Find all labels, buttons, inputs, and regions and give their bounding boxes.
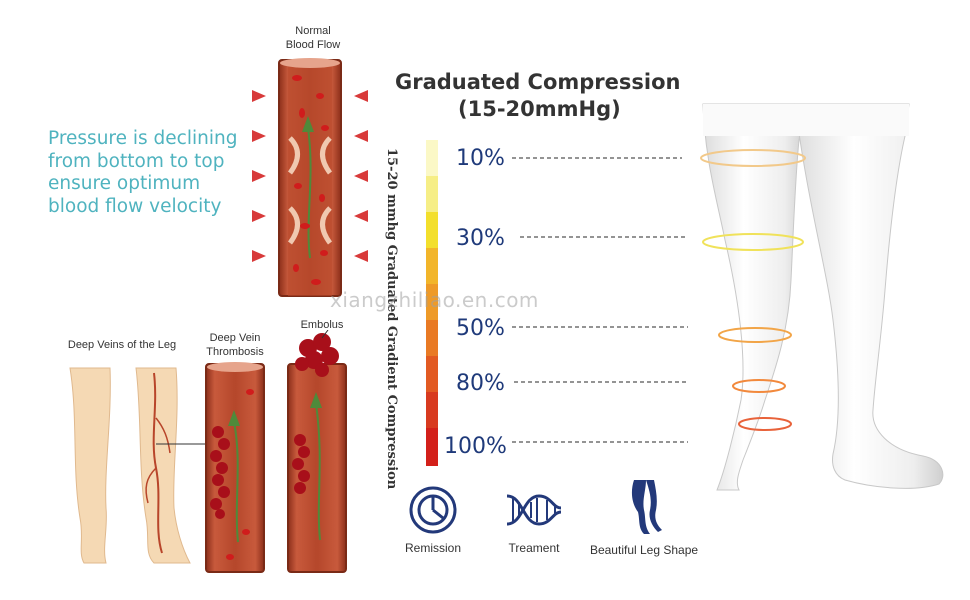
normal-blood-flow-label: Normal Blood Flow	[268, 24, 358, 52]
compression-subtitle: (15-20mmHg)	[458, 97, 621, 121]
stocking-illustration	[700, 103, 944, 491]
legs-icon	[631, 480, 662, 534]
gauge-icon	[409, 486, 457, 534]
level-dashed-lines	[512, 157, 688, 443]
treament-label: Treament	[508, 541, 560, 555]
dna-icon	[506, 494, 562, 526]
remission-label: Remission	[404, 541, 461, 555]
leg-illustration	[69, 367, 208, 564]
normal-blood-flow-text: Normal Blood Flow	[285, 25, 341, 51]
normal-vessel-diagram	[252, 58, 368, 297]
beautiful-leg-shape-label: Beautiful Leg Shape	[589, 543, 699, 557]
remission-item: Remission	[396, 484, 470, 555]
level-80-percent: 80%	[456, 371, 505, 396]
level-30-percent: 30%	[456, 226, 505, 251]
watermark: xiangzhiliao.en.com	[330, 288, 539, 312]
pressure-description: Pressure is declining from bottom to top…	[48, 128, 238, 217]
compression-color-bar	[426, 140, 438, 466]
treament-item: Treament	[498, 484, 570, 555]
dvt-vessel-diagram	[205, 362, 265, 573]
dvt-label: Deep Vein Thrombosis	[206, 332, 264, 358]
deep-veins-label: Deep Veins of the Leg	[67, 339, 177, 351]
level-10-percent: 10%	[456, 146, 505, 171]
level-50-percent: 50%	[456, 316, 505, 341]
compression-title: Graduated Compression	[395, 70, 681, 94]
beautiful-leg-shape-item: Beautiful Leg Shape	[584, 478, 704, 557]
embolus-vessel-diagram	[287, 330, 347, 573]
embolus-label: Embolus	[300, 319, 344, 331]
level-100-percent: 100%	[444, 434, 507, 459]
